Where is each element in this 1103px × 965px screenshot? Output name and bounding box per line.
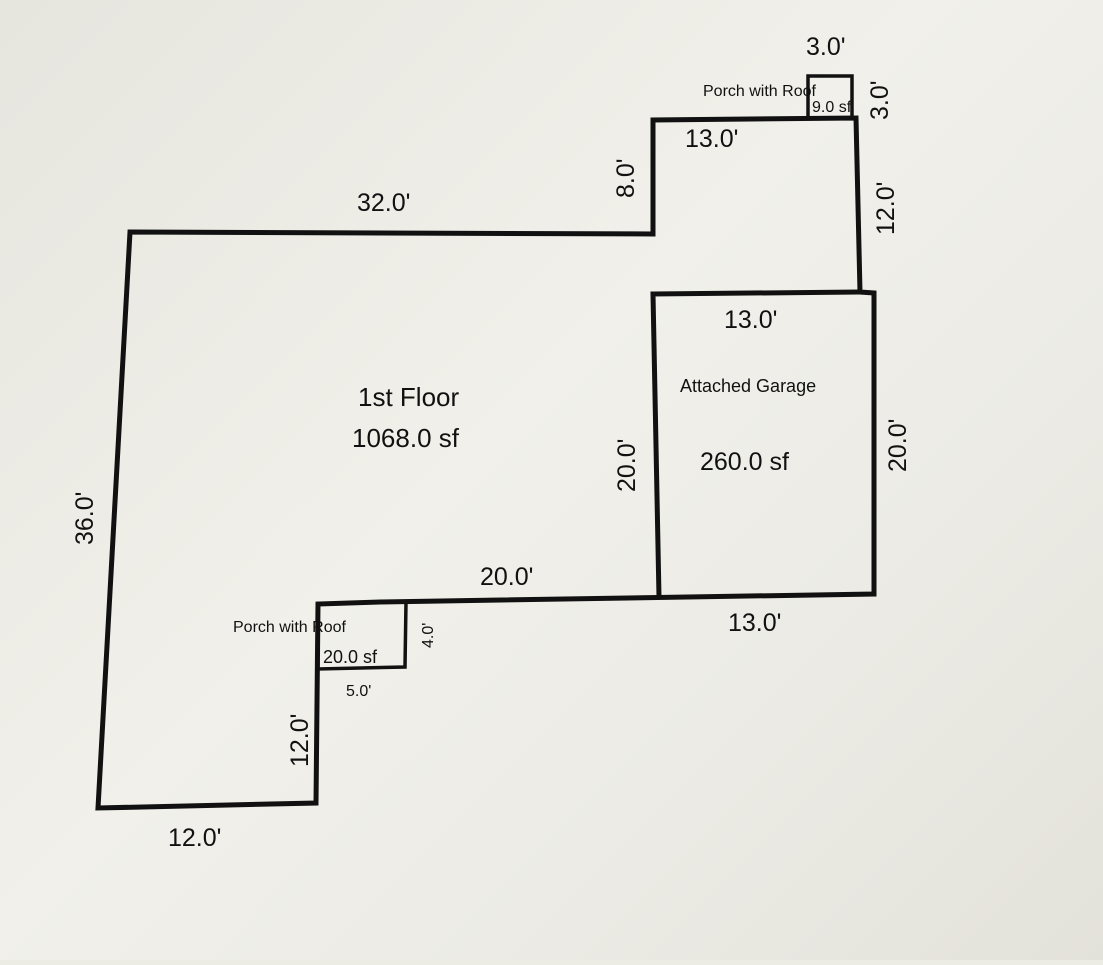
left-wall-label: 36.0' — [71, 492, 99, 545]
house-outline — [95, 115, 877, 811]
garage-outline — [650, 289, 863, 600]
front-porch-area-label: 20.0 sf — [323, 647, 378, 667]
top-porch-height-label: 3.0' — [866, 80, 894, 120]
garage-bottom-label: 13.0' — [728, 609, 781, 637]
upper-width-label: 13.0' — [685, 125, 738, 153]
floor-name-label: 1st Floor — [358, 382, 459, 412]
garage-left-label: 20.0' — [613, 439, 641, 492]
top-porch-outline — [806, 74, 854, 120]
front-porch-outline — [316, 601, 408, 671]
front-porch-width-label: 5.0' — [346, 683, 371, 700]
bottom-mid-label: 20.0' — [480, 563, 533, 591]
garage-name-label: Attached Garage — [680, 376, 816, 396]
garage-area-label: 260.0 sf — [700, 448, 789, 476]
garage-right-label: 20.0' — [884, 419, 912, 472]
top-porch-area-label: 9.0 sf — [812, 99, 852, 116]
lower-step-label: 12.0' — [286, 714, 314, 767]
front-porch-name-label: Porch with Roof — [233, 619, 346, 636]
top-porch-name-label: Porch with Roof — [703, 83, 816, 100]
garage-top-label: 13.0' — [724, 306, 777, 334]
floor-area-label: 1068.0 sf — [352, 423, 460, 453]
top-porch-width-label: 3.0' — [806, 33, 846, 61]
top-wall-label: 32.0' — [357, 189, 410, 217]
bottom-left-label: 12.0' — [168, 824, 221, 852]
right-upper-label: 12.0' — [872, 182, 900, 235]
upper-step-label: 8.0' — [612, 158, 640, 198]
front-porch-height-label: 4.0' — [420, 623, 437, 648]
